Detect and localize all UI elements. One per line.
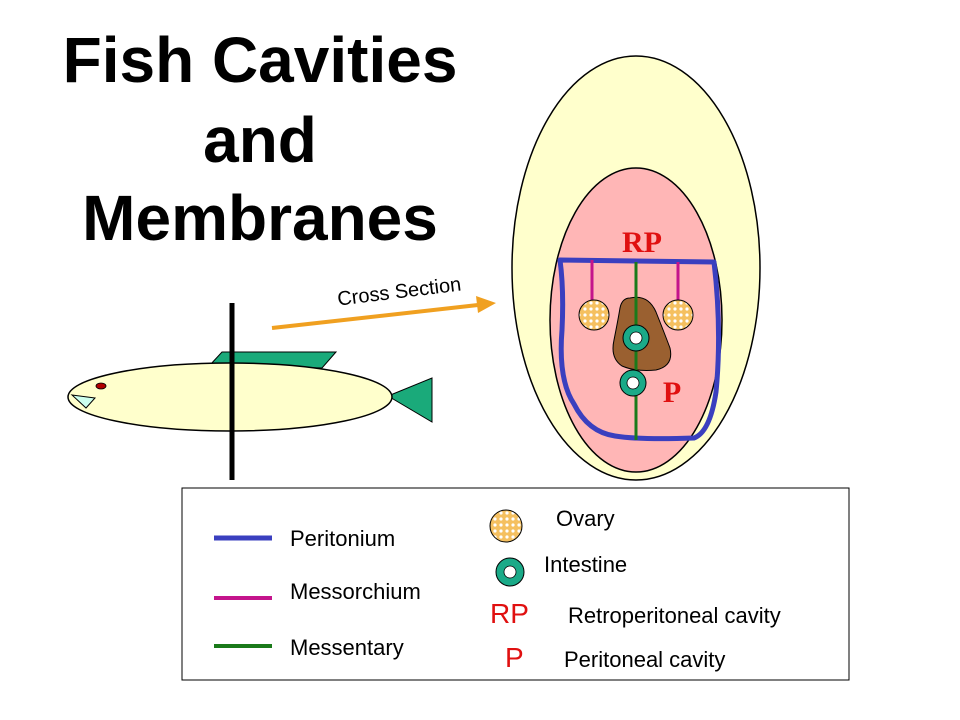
title-line-1: Fish Cavities bbox=[62, 24, 458, 96]
cross-section-arrow bbox=[271, 296, 496, 330]
legend-peritonium-label: Peritonium bbox=[290, 526, 395, 551]
intestine-lower-lumen bbox=[626, 376, 640, 390]
ovary-left bbox=[578, 299, 610, 331]
ovary-right bbox=[662, 299, 694, 331]
cross-section bbox=[511, 55, 761, 481]
legend: Peritonium Messorchium Messentary Ovary … bbox=[181, 487, 850, 681]
tail-fin bbox=[386, 377, 433, 423]
fish-illustration bbox=[67, 303, 433, 480]
intestine-upper-lumen bbox=[629, 331, 643, 345]
legend-messorchium-label: Messorchium bbox=[290, 579, 421, 604]
cross-section-label: Cross Section bbox=[336, 274, 462, 311]
legend-messentary-label: Messentary bbox=[290, 635, 404, 660]
title-line-3: Membranes bbox=[82, 182, 438, 254]
legend-rp-desc: Retroperitoneal cavity bbox=[568, 603, 781, 628]
legend-intestine-lumen bbox=[503, 565, 517, 579]
legend-intestine-label: Intestine bbox=[544, 552, 627, 577]
p-label: P bbox=[663, 376, 681, 409]
legend-p-desc: Peritoneal cavity bbox=[564, 647, 725, 672]
legend-ovary-label: Ovary bbox=[556, 506, 615, 531]
fish-eye bbox=[95, 382, 107, 390]
legend-ovary-icon bbox=[489, 509, 523, 543]
peritonium-membrane bbox=[557, 257, 722, 442]
legend-rp-abbrev: RP bbox=[490, 598, 529, 629]
title-line-2: and bbox=[203, 104, 317, 176]
rp-label: RP bbox=[622, 226, 662, 259]
legend-p-abbrev: P bbox=[505, 642, 524, 673]
fish-mouth bbox=[70, 394, 97, 409]
